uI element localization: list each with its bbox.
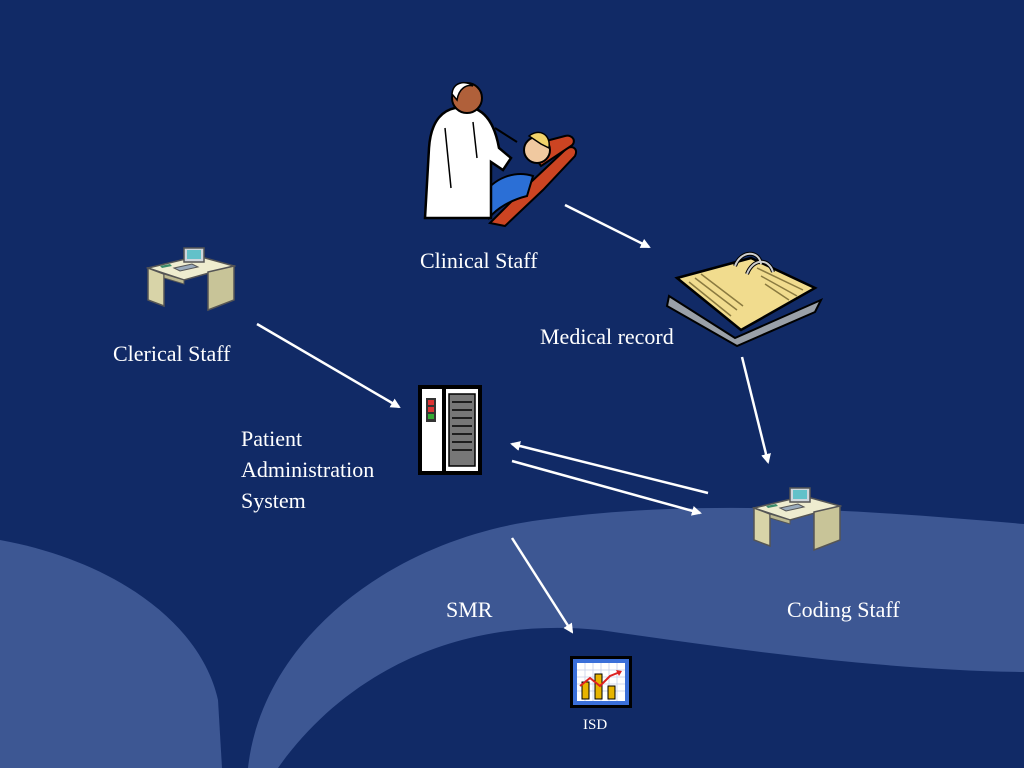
pas-label-line-3: System: [241, 488, 306, 513]
clinical-staff-label: Clinical Staff: [420, 248, 538, 273]
arrow-clinical-to-record: [564, 203, 651, 249]
coding-staff-label: Coding Staff: [787, 597, 900, 622]
pas-label-line-2: Administration: [241, 457, 375, 482]
desk-computer-icon: [752, 487, 842, 552]
arrow-pas-to-isd: [510, 537, 574, 634]
open-book-icon: [665, 251, 824, 348]
arrow-coding-to-pas: [510, 441, 709, 495]
arrow-clerical-to-pas: [256, 322, 401, 409]
clerical-staff-label: Clerical Staff: [113, 341, 231, 366]
arrow-pas-to-coding: [511, 459, 702, 516]
arrow-record-to-coding: [740, 356, 771, 464]
chart-board-icon: [570, 656, 632, 708]
smr-label: SMR: [446, 597, 493, 622]
server-cabinet-icon: [418, 385, 482, 475]
isd-label: ISD: [583, 717, 608, 733]
desk-computer-icon: [146, 247, 236, 312]
doctor-patient-icon: [423, 81, 577, 228]
pas-label-line-1: Patient: [241, 426, 303, 451]
medical-record-label: Medical record: [540, 324, 674, 349]
